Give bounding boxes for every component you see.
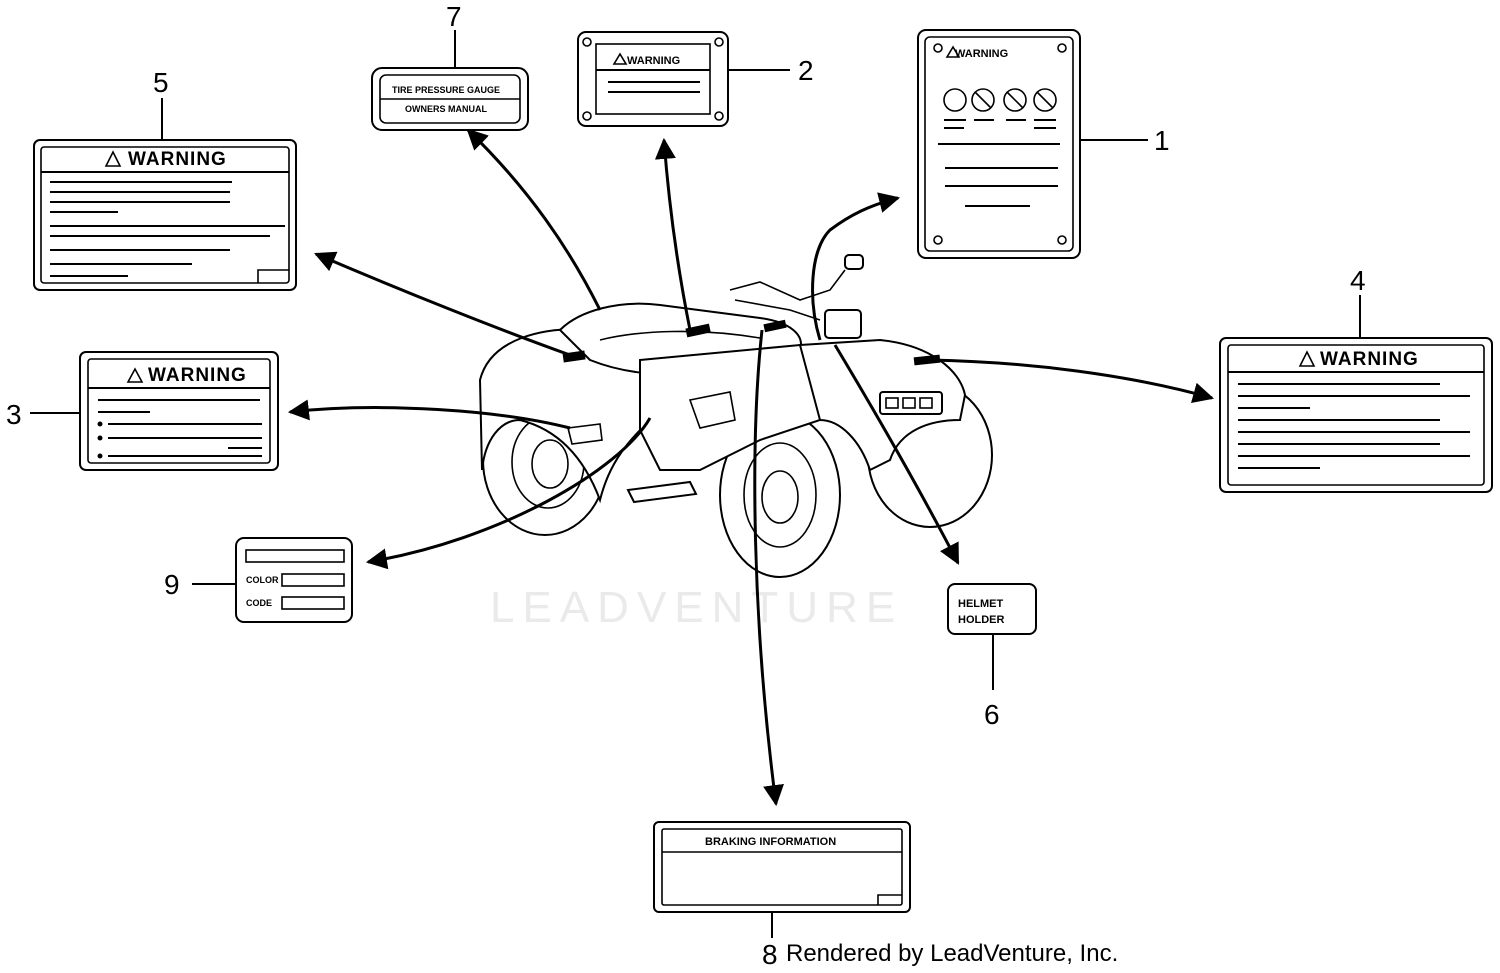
label-1: WARNING <box>917 29 1148 259</box>
callout-9: 9 <box>164 569 180 600</box>
atv-illustration <box>478 254 993 578</box>
label-4: WARNING <box>1219 295 1493 493</box>
warning-triangle-icon <box>1298 350 1316 367</box>
label-4-title: WARNING <box>1320 349 1419 370</box>
hazard-icon-2 <box>971 88 995 112</box>
callout-3: 3 <box>6 399 22 430</box>
hazard-icon-3 <box>1003 88 1027 112</box>
warning-triangle-icon <box>945 45 961 58</box>
leader-arrows <box>287 128 1215 807</box>
label-5: WARNING <box>33 98 297 291</box>
label-5-title: WARNING <box>128 149 227 170</box>
label-7-line1: TIRE PRESSURE GAUGE <box>392 85 500 95</box>
label-7-line2: OWNERS MANUAL <box>405 104 487 114</box>
label-9-color: COLOR <box>246 575 279 585</box>
label-1-title: WARNING <box>955 48 1008 60</box>
label-9-code: CODE <box>246 598 272 608</box>
label-6-line1: HELMET <box>958 598 1004 610</box>
hazard-icon-4 <box>1033 88 1057 112</box>
warning-triangle-icon <box>612 52 628 65</box>
callout-7: 7 <box>446 1 462 32</box>
warning-triangle-icon <box>126 367 144 383</box>
callout-6: 6 <box>984 699 1000 730</box>
label-8-title: BRAKING INFORMATION <box>705 836 836 848</box>
label-2: WARNING <box>577 31 790 127</box>
callout-1: 1 <box>1154 125 1170 156</box>
callout-5: 5 <box>153 67 169 98</box>
watermark: LEADVENTURE <box>490 583 903 632</box>
label-6: HELMET HOLDER <box>947 583 1037 690</box>
callout-4: 4 <box>1350 265 1366 296</box>
warning-triangle-icon <box>104 150 122 167</box>
label-7: TIRE PRESSURE GAUGE OWNERS MANUAL <box>371 30 529 131</box>
hazard-icon-1 <box>943 88 967 112</box>
label-6-line2: HOLDER <box>958 614 1005 626</box>
label-2-title: WARNING <box>627 55 680 67</box>
label-9: COLOR CODE <box>192 537 353 623</box>
label-3-title: WARNING <box>148 365 247 386</box>
callout-8: 8 <box>762 939 778 970</box>
label-3: WARNING <box>30 351 279 471</box>
callout-numbers: 1 2 3 4 5 6 7 8 9 <box>6 1 1366 970</box>
render-credit: Rendered by LeadVenture, Inc. <box>786 940 1119 967</box>
label-8: BRAKING INFORMATION <box>653 821 911 938</box>
callout-2: 2 <box>798 55 814 86</box>
